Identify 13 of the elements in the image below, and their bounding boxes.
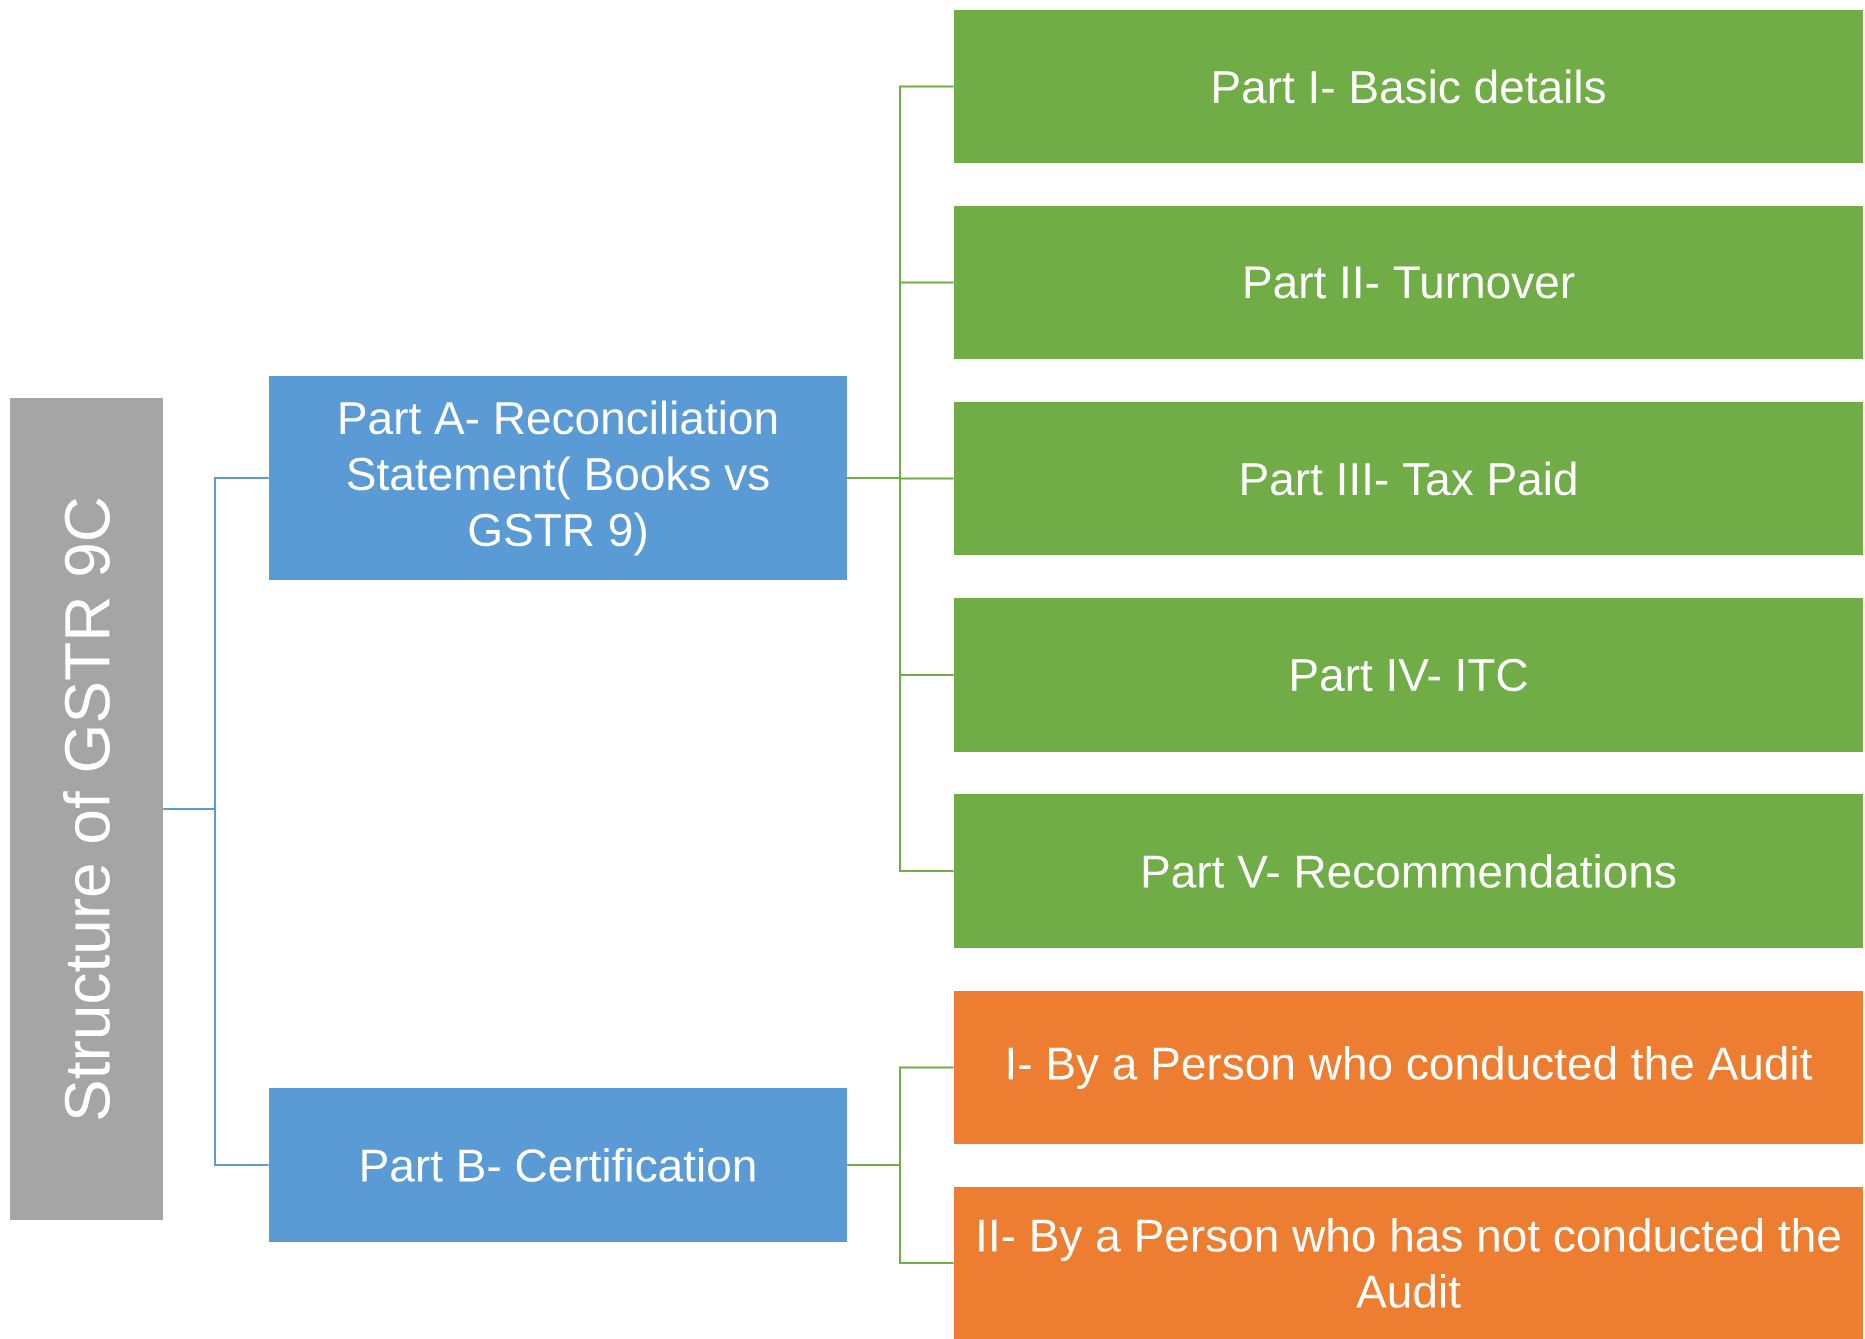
- connector: [846, 1164, 955, 1264]
- part-box: Part V- Recommendations: [954, 794, 1863, 948]
- part-box: Part II- Turnover: [954, 206, 1863, 359]
- connector: [846, 477, 955, 872]
- section-box: Part B- Certification: [269, 1088, 847, 1242]
- part-box: Part III- Tax Paid: [954, 402, 1863, 555]
- connector: [162, 808, 270, 1166]
- section-box: Part A- Reconciliation Statement( Books vs GSTR 9): [269, 376, 847, 580]
- part-box: Part I- Basic details: [954, 10, 1863, 163]
- certificate-box: II- By a Person who has not conducted the Audit: [954, 1187, 1863, 1339]
- certificate-box: I- By a Person who conducted the Audit: [954, 991, 1863, 1144]
- part-box: Part IV- ITC: [954, 598, 1863, 752]
- title-bar: Structure of GSTR 9C: [10, 398, 163, 1220]
